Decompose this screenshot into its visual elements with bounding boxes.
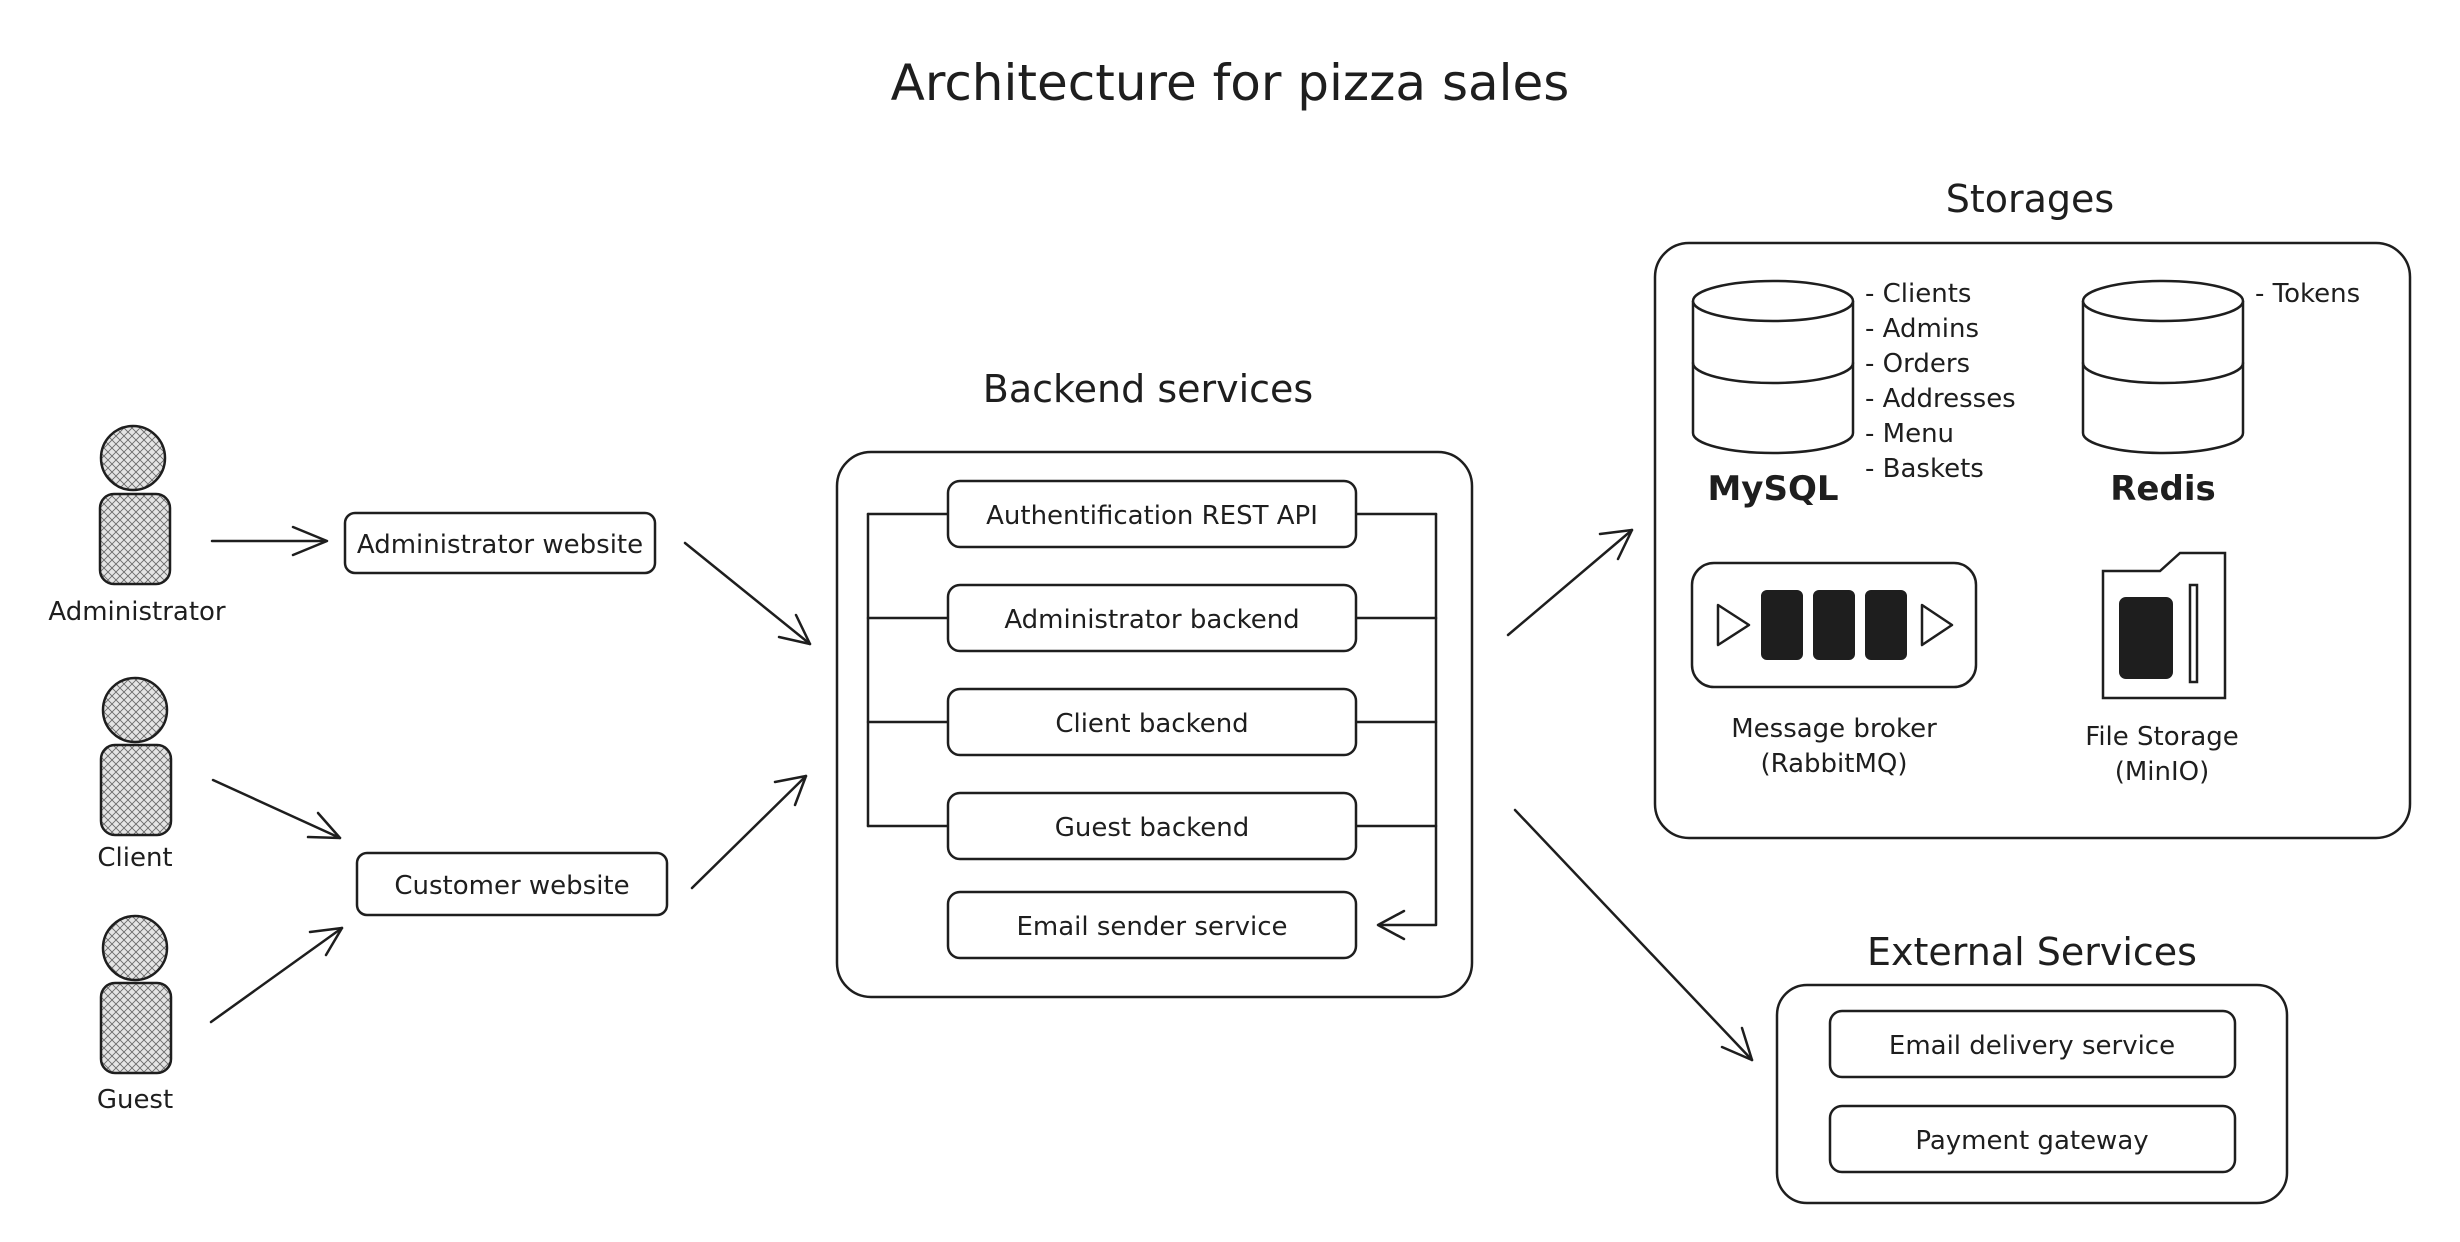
mysql-table-item: - Orders <box>1865 349 1970 379</box>
service-label: Email sender service <box>1016 912 1287 942</box>
redis-table-item: - Tokens <box>2255 279 2360 309</box>
mysql-table-item: - Admins <box>1865 314 1979 344</box>
mysql-table-item: - Addresses <box>1865 384 2016 414</box>
service-label: Payment gateway <box>1915 1126 2148 1156</box>
backend-service-auth: Authentification REST API <box>946 479 1358 549</box>
arrow-backend-to-storages <box>1506 528 1634 637</box>
actor-label: Guest <box>97 1085 173 1115</box>
customer-website-node: Customer website <box>355 851 669 917</box>
mysql-table-item: - Menu <box>1865 419 1954 449</box>
redis-database: Redis - Tokens <box>2081 279 2360 509</box>
service-label: Authentification REST API <box>986 501 1318 531</box>
actor-client: Client <box>97 676 173 873</box>
database-cylinder-icon <box>2081 279 2245 455</box>
external-group-title: External Services <box>1867 930 2197 974</box>
backend-service-email-sender: Email sender service <box>946 890 1358 960</box>
message-broker: Message broker (RabbitMQ) <box>1690 561 1978 779</box>
mysql-table-item: - Baskets <box>1865 454 1984 484</box>
actor-administrator: Administrator <box>48 424 226 627</box>
person-icon <box>99 676 173 837</box>
external-service-email-delivery: Email delivery service <box>1828 1009 2237 1079</box>
actor-label: Administrator <box>48 597 226 627</box>
arrow-guest-to-customer-website <box>209 926 344 1024</box>
arrow-client-to-customer-website <box>211 778 342 840</box>
diagram-title: Architecture for pizza sales <box>891 54 1570 112</box>
broker-label-line2: (RabbitMQ) <box>1760 749 1907 779</box>
file-storage: File Storage (MinIO) <box>2085 551 2239 787</box>
backend-group-title: Backend services <box>983 367 1313 411</box>
arrow-administrator-to-admin-website <box>210 525 329 557</box>
actor-label: Client <box>97 843 172 873</box>
actor-guest: Guest <box>97 914 173 1115</box>
admin-website-label: Administrator website <box>357 530 643 560</box>
customer-website-label: Customer website <box>394 871 629 901</box>
mysql-table-list: - Clients - Admins - Orders - Addresses … <box>1865 279 2016 484</box>
database-cylinder-icon <box>1691 279 1855 455</box>
person-icon <box>99 914 173 1075</box>
backend-service-guest: Guest backend <box>946 791 1358 861</box>
service-label: Client backend <box>1055 709 1248 739</box>
storages-group-title: Storages <box>1946 177 2114 221</box>
message-queue-icon <box>1690 561 1978 689</box>
backend-connector-lines <box>866 512 1438 941</box>
sd-card-icon <box>2101 551 2227 700</box>
file-storage-label-line1: File Storage <box>2085 722 2239 752</box>
service-label: Administrator backend <box>1004 605 1299 635</box>
arrow-backend-to-external <box>1513 808 1754 1062</box>
service-label: Email delivery service <box>1889 1031 2175 1061</box>
broker-label-line1: Message broker <box>1731 714 1937 744</box>
mysql-label: MySQL <box>1707 469 1838 509</box>
mysql-table-item: - Clients <box>1865 279 1971 309</box>
backend-service-admin: Administrator backend <box>946 583 1358 653</box>
arrow-customer-website-to-backend <box>690 774 808 890</box>
admin-website-node: Administrator website <box>343 511 657 575</box>
service-label: Guest backend <box>1055 813 1249 843</box>
person-icon <box>98 424 172 586</box>
arrow-admin-website-to-backend <box>683 541 812 646</box>
external-service-payment-gateway: Payment gateway <box>1828 1104 2237 1174</box>
redis-label: Redis <box>2110 469 2215 509</box>
mysql-database: MySQL - Clients - Admins - Orders - Addr… <box>1691 279 2016 509</box>
file-storage-label-line2: (MinIO) <box>2115 757 2210 787</box>
backend-service-client: Client backend <box>946 687 1358 757</box>
